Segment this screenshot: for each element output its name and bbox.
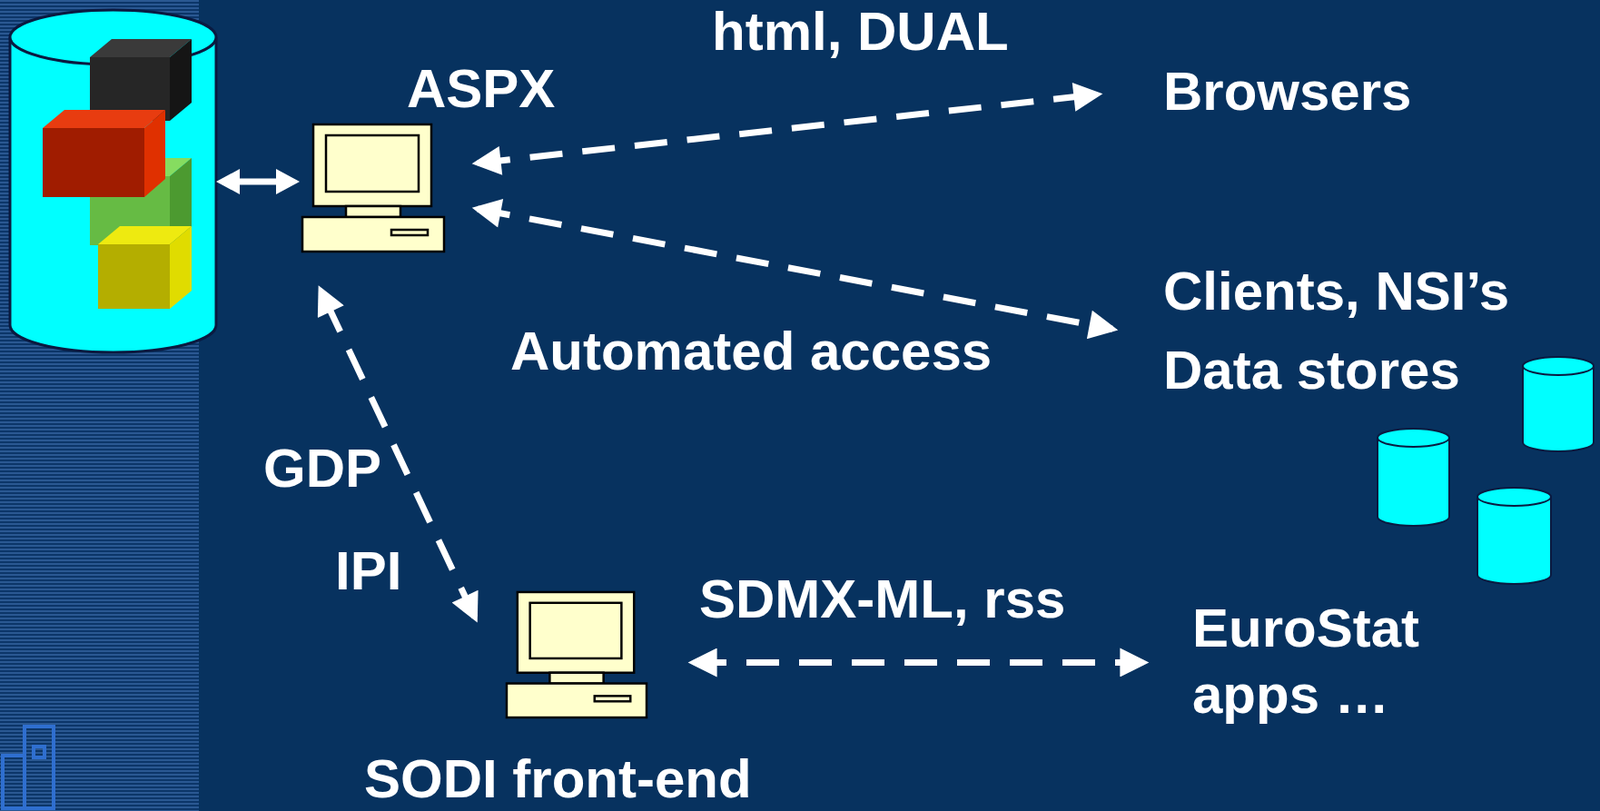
yellow-cube: [98, 226, 192, 309]
dashed-connector: [693, 659, 1144, 666]
node-label: EuroStat apps …: [1192, 594, 1465, 728]
drive-slot: [391, 229, 428, 236]
connector-label: SDMX-ML, rss: [699, 572, 1066, 627]
database-cylinder: [9, 37, 217, 353]
cube-face: [42, 109, 166, 129]
cylinder-body: [1522, 365, 1594, 452]
flow-label: GDP: [263, 441, 382, 496]
link-line: [236, 178, 280, 186]
drive-slot: [594, 695, 632, 702]
connector-label: html, DUAL: [711, 4, 1009, 60]
cylinder-body: [1477, 496, 1551, 584]
cube-face: [144, 109, 166, 198]
computer-case: [506, 683, 647, 718]
cube-face: [98, 244, 170, 309]
monitor-stand: [345, 206, 401, 218]
flow-label: IPI: [335, 543, 402, 599]
dashed-connector: [477, 94, 1097, 164]
dashed-connector: [477, 208, 1113, 329]
text-node: Clients, NSI’s Data stores: [1163, 251, 1563, 410]
arrow-head: [276, 168, 300, 195]
computer-case: [302, 217, 445, 252]
cylinder-top: [1522, 356, 1594, 376]
logo: [2, 726, 54, 809]
cylinder-top: [1477, 487, 1551, 506]
node-heading: ASPX: [406, 61, 555, 117]
red-cube: [42, 109, 166, 198]
cylinder-top: [1377, 428, 1450, 447]
logo-square: [33, 746, 45, 758]
cube-face: [169, 39, 192, 121]
black-cube: [89, 39, 192, 121]
node-heading: SODI front-end: [364, 751, 752, 807]
data-store-cylinder: [1522, 356, 1594, 452]
text-node: Browsers: [1163, 64, 1412, 119]
arrow-head: [216, 168, 240, 195]
data-store-cylinder: [1377, 428, 1450, 526]
logo-bar: [2, 755, 25, 809]
monitor: [517, 592, 634, 673]
computer-node: SODI front-end: [504, 590, 649, 720]
computer-icon: [300, 122, 446, 254]
cube-face: [169, 226, 192, 309]
connector-label: Automated access: [510, 324, 992, 379]
text-node: EuroStat apps …: [1192, 594, 1465, 728]
computer-icon: [504, 590, 649, 720]
logo-bar: [24, 726, 54, 809]
cube-face: [42, 128, 145, 198]
computer-node: ASPX: [300, 122, 446, 254]
node-label: Browsers: [1163, 64, 1412, 119]
monitor-stand: [549, 672, 603, 684]
monitor: [313, 124, 432, 207]
data-store-cylinder: [1477, 487, 1551, 584]
screen: [530, 602, 623, 659]
node-label: Clients, NSI’s Data stores: [1163, 251, 1563, 410]
cylinder-body: [1377, 437, 1450, 526]
screen: [325, 135, 419, 192]
